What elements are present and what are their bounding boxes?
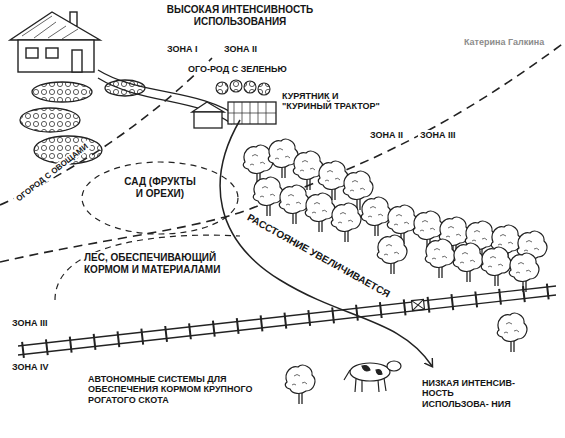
zone-label: ЗОНА III xyxy=(418,130,458,140)
zone-label: ЗОНА IV xyxy=(10,362,51,372)
intensity-note: НИЗКАЯ ИНТЕНСИВ- НОСТЬ ИСПОЛЬЗОВА- НИЯ xyxy=(420,378,524,409)
zone-label: ЗОНА III xyxy=(10,318,50,328)
watermark: Катерина Галкина xyxy=(462,37,546,47)
zone-label: ЗОНА II xyxy=(368,130,405,140)
area-label: ОГО-РОД С ЗЕЛЕНЬЮ xyxy=(186,64,289,74)
area-label: САД (ФРУКТЫ И ОРЕХИ) xyxy=(122,176,198,199)
area-label: ЛЕС, ОБЕСПЕЧИВАЮЩИЙ КОРМОМ И МАТЕРИАЛАМИ xyxy=(82,252,242,275)
arrow-label: РАССТОЯНИЕ УВЕЛИЧИВАЕТСЯ xyxy=(244,211,394,301)
area-label: АВТОНОМНЫЕ СИСТЕМЫ ДЛЯ ОБЕСПЕЧЕНИЯ КОРМО… xyxy=(86,374,264,405)
intensity-note: ВЫСОКАЯ ИНТЕНСИВНОСТЬ ИСПОЛЬЗОВАНИЯ xyxy=(150,4,330,27)
area-label: КУРЯТНИК И "КУРИНЫЙ ТРАКТОР" xyxy=(280,91,392,112)
zone-label: ЗОНА II xyxy=(222,44,259,54)
zone-label: ЗОНА I xyxy=(165,44,200,54)
area-label: ОГОРОД С ОВОЩАМИ xyxy=(13,140,92,204)
